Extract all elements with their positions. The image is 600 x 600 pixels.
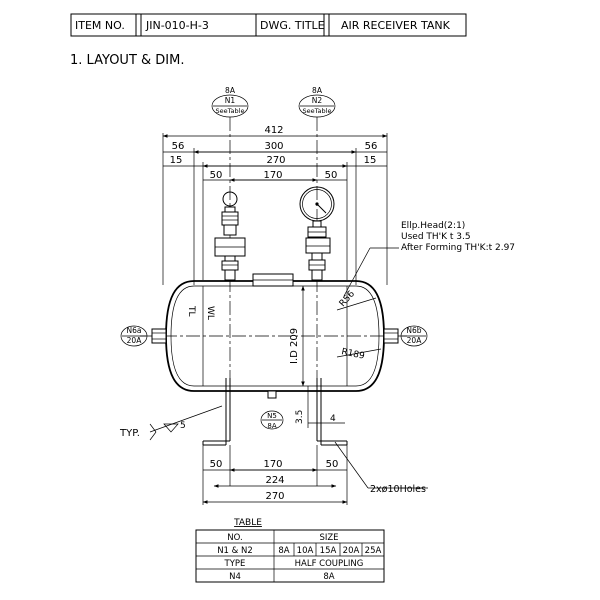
n1-tag: N1 — [225, 96, 236, 105]
size-table: TABLE NO. SIZE N1 & N2 8A 10A 15A 20A 25… — [195, 518, 385, 583]
typ-label: TYP. — [119, 428, 140, 439]
table-n4-value: 8A — [323, 572, 334, 582]
table-size-15a: 15A — [320, 546, 337, 556]
table-n4-label: N4 — [229, 572, 241, 582]
n1-size: 8A — [225, 86, 236, 95]
table-size-8a: 8A — [278, 546, 289, 556]
top-dimensions: 412 56 300 56 15 270 15 50 170 50 — [162, 125, 388, 285]
n2-note: SeeTable — [303, 107, 332, 115]
n6a-size: 20A — [127, 336, 143, 345]
dim-saddle-pitch: 170 — [263, 459, 282, 470]
table-size-25a: 25A — [365, 546, 382, 556]
item-no-value: JIN-010-H-3 — [145, 19, 209, 32]
callout-n5: N5 8A — [260, 410, 284, 430]
nozzle-n6a: N6a 20A — [120, 325, 167, 347]
pressure-gauge — [299, 186, 335, 281]
table-size-label: SIZE — [319, 533, 338, 543]
dim-left-end: 56 — [172, 141, 185, 152]
dim-knuckle-radius: R56 — [338, 289, 357, 309]
n5-size: 8A — [267, 422, 276, 430]
table-size-20a: 20A — [343, 546, 360, 556]
dim-overall: 412 — [264, 125, 283, 136]
dim-saddle-224: 224 — [265, 475, 284, 486]
wl-label: WL — [205, 306, 215, 320]
weld-size: 5 — [180, 421, 186, 431]
callout-n1: 8A N1 SeeTable — [211, 86, 249, 118]
callout-n2: 8A N2 SeeTable — [298, 86, 336, 118]
dim-inner-diameter: I.D 209 — [289, 328, 300, 364]
table-size-10a: 10A — [297, 546, 314, 556]
dwg-title-label: DWG. TITLE — [260, 19, 325, 32]
dim-saddle-270: 270 — [265, 491, 284, 502]
dim-n-pitch: 170 — [263, 170, 282, 181]
dim-crown-radius: R189 — [340, 347, 365, 362]
dim-inner: 270 — [266, 155, 285, 166]
dim-right-end: 56 — [365, 141, 378, 152]
dim-3-5: 3.5 — [295, 410, 305, 424]
n6b-size: 20A — [407, 336, 423, 345]
tl-label: TL — [186, 305, 196, 317]
holes-label: 2xø10Holes — [370, 484, 426, 495]
tank-body — [140, 273, 410, 392]
table-type-value: HALF COUPLING — [295, 559, 364, 569]
safety-valve — [214, 191, 246, 281]
table-title: TABLE — [233, 518, 262, 528]
dim-left-15: 15 — [170, 155, 183, 166]
table-no-label: NO. — [227, 533, 242, 543]
dwg-title-value: AIR RECEIVER TANK — [341, 19, 451, 32]
head-note-2: Used TH'K t 3.5 — [401, 232, 471, 242]
n5-tag: N5 — [267, 412, 277, 420]
dim-shell: 300 — [264, 141, 283, 152]
dim-n-right: 50 — [325, 170, 338, 181]
n6b-tag: N6b — [406, 326, 421, 335]
head-note: Ellp.Head(2:1) Used TH'K t 3.5 After For… — [401, 221, 515, 253]
dim-n-left: 50 — [210, 170, 223, 181]
saddle-right — [316, 378, 348, 446]
saddle-left — [202, 378, 231, 446]
bottom-dimensions: 50 170 50 224 270 — [202, 445, 348, 505]
head-note-3: After Forming TH'K:t 2.97 — [401, 243, 515, 253]
weld-symbol: 5 TYP. — [119, 405, 223, 441]
table-type-label: TYPE — [224, 559, 246, 569]
table-row1-label: N1 & N2 — [217, 546, 253, 556]
n1-note: SeeTable — [216, 107, 245, 115]
item-no-label: ITEM NO. — [75, 19, 125, 32]
dim-4: 4 — [330, 414, 336, 424]
dim-right-15: 15 — [364, 155, 377, 166]
nozzle-n6b: N6b 20A — [383, 325, 428, 347]
n6a-tag: N6a — [127, 326, 142, 335]
dim-saddle-left: 50 — [210, 459, 223, 470]
n2-tag: N2 — [312, 96, 323, 105]
title-block: ITEM NO. JIN-010-H-3 DWG. TITLE AIR RECE… — [70, 13, 467, 37]
head-note-1: Ellp.Head(2:1) — [401, 221, 465, 231]
section-title: 1. LAYOUT & DIM. — [70, 53, 184, 68]
dim-saddle-right: 50 — [326, 459, 339, 470]
n2-size: 8A — [312, 86, 323, 95]
